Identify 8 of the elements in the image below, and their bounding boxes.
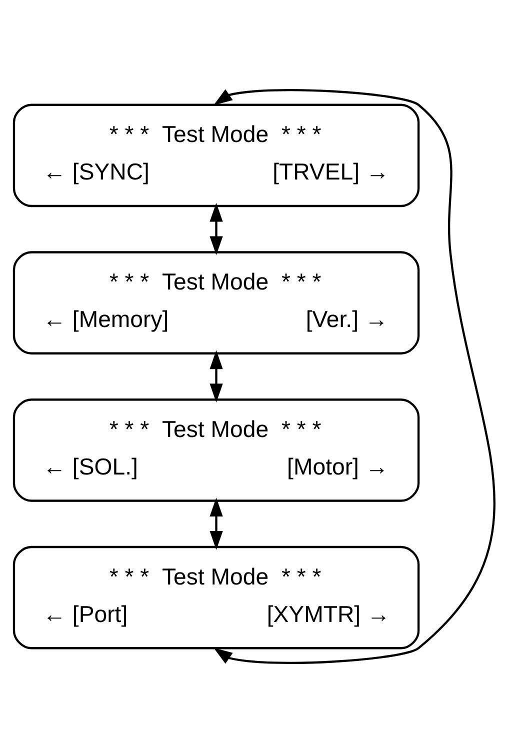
arrow: [214, 89, 496, 664]
arrow: [210, 202, 223, 256]
node-box: * * * Test Mode * * * ← [Port] [XYMTR] →: [12, 546, 420, 650]
node-box: * * * Test Mode * * * ← [SOL.] [Motor] →: [12, 398, 420, 502]
node-box: * * * Test Mode * * * ← [Memory] [Ver.] →: [12, 251, 420, 354]
arrow: [210, 350, 223, 402]
arrow: [210, 498, 223, 550]
node-box: * * * Test Mode * * * ← [SYNC] [TRVEL] →: [12, 104, 420, 208]
